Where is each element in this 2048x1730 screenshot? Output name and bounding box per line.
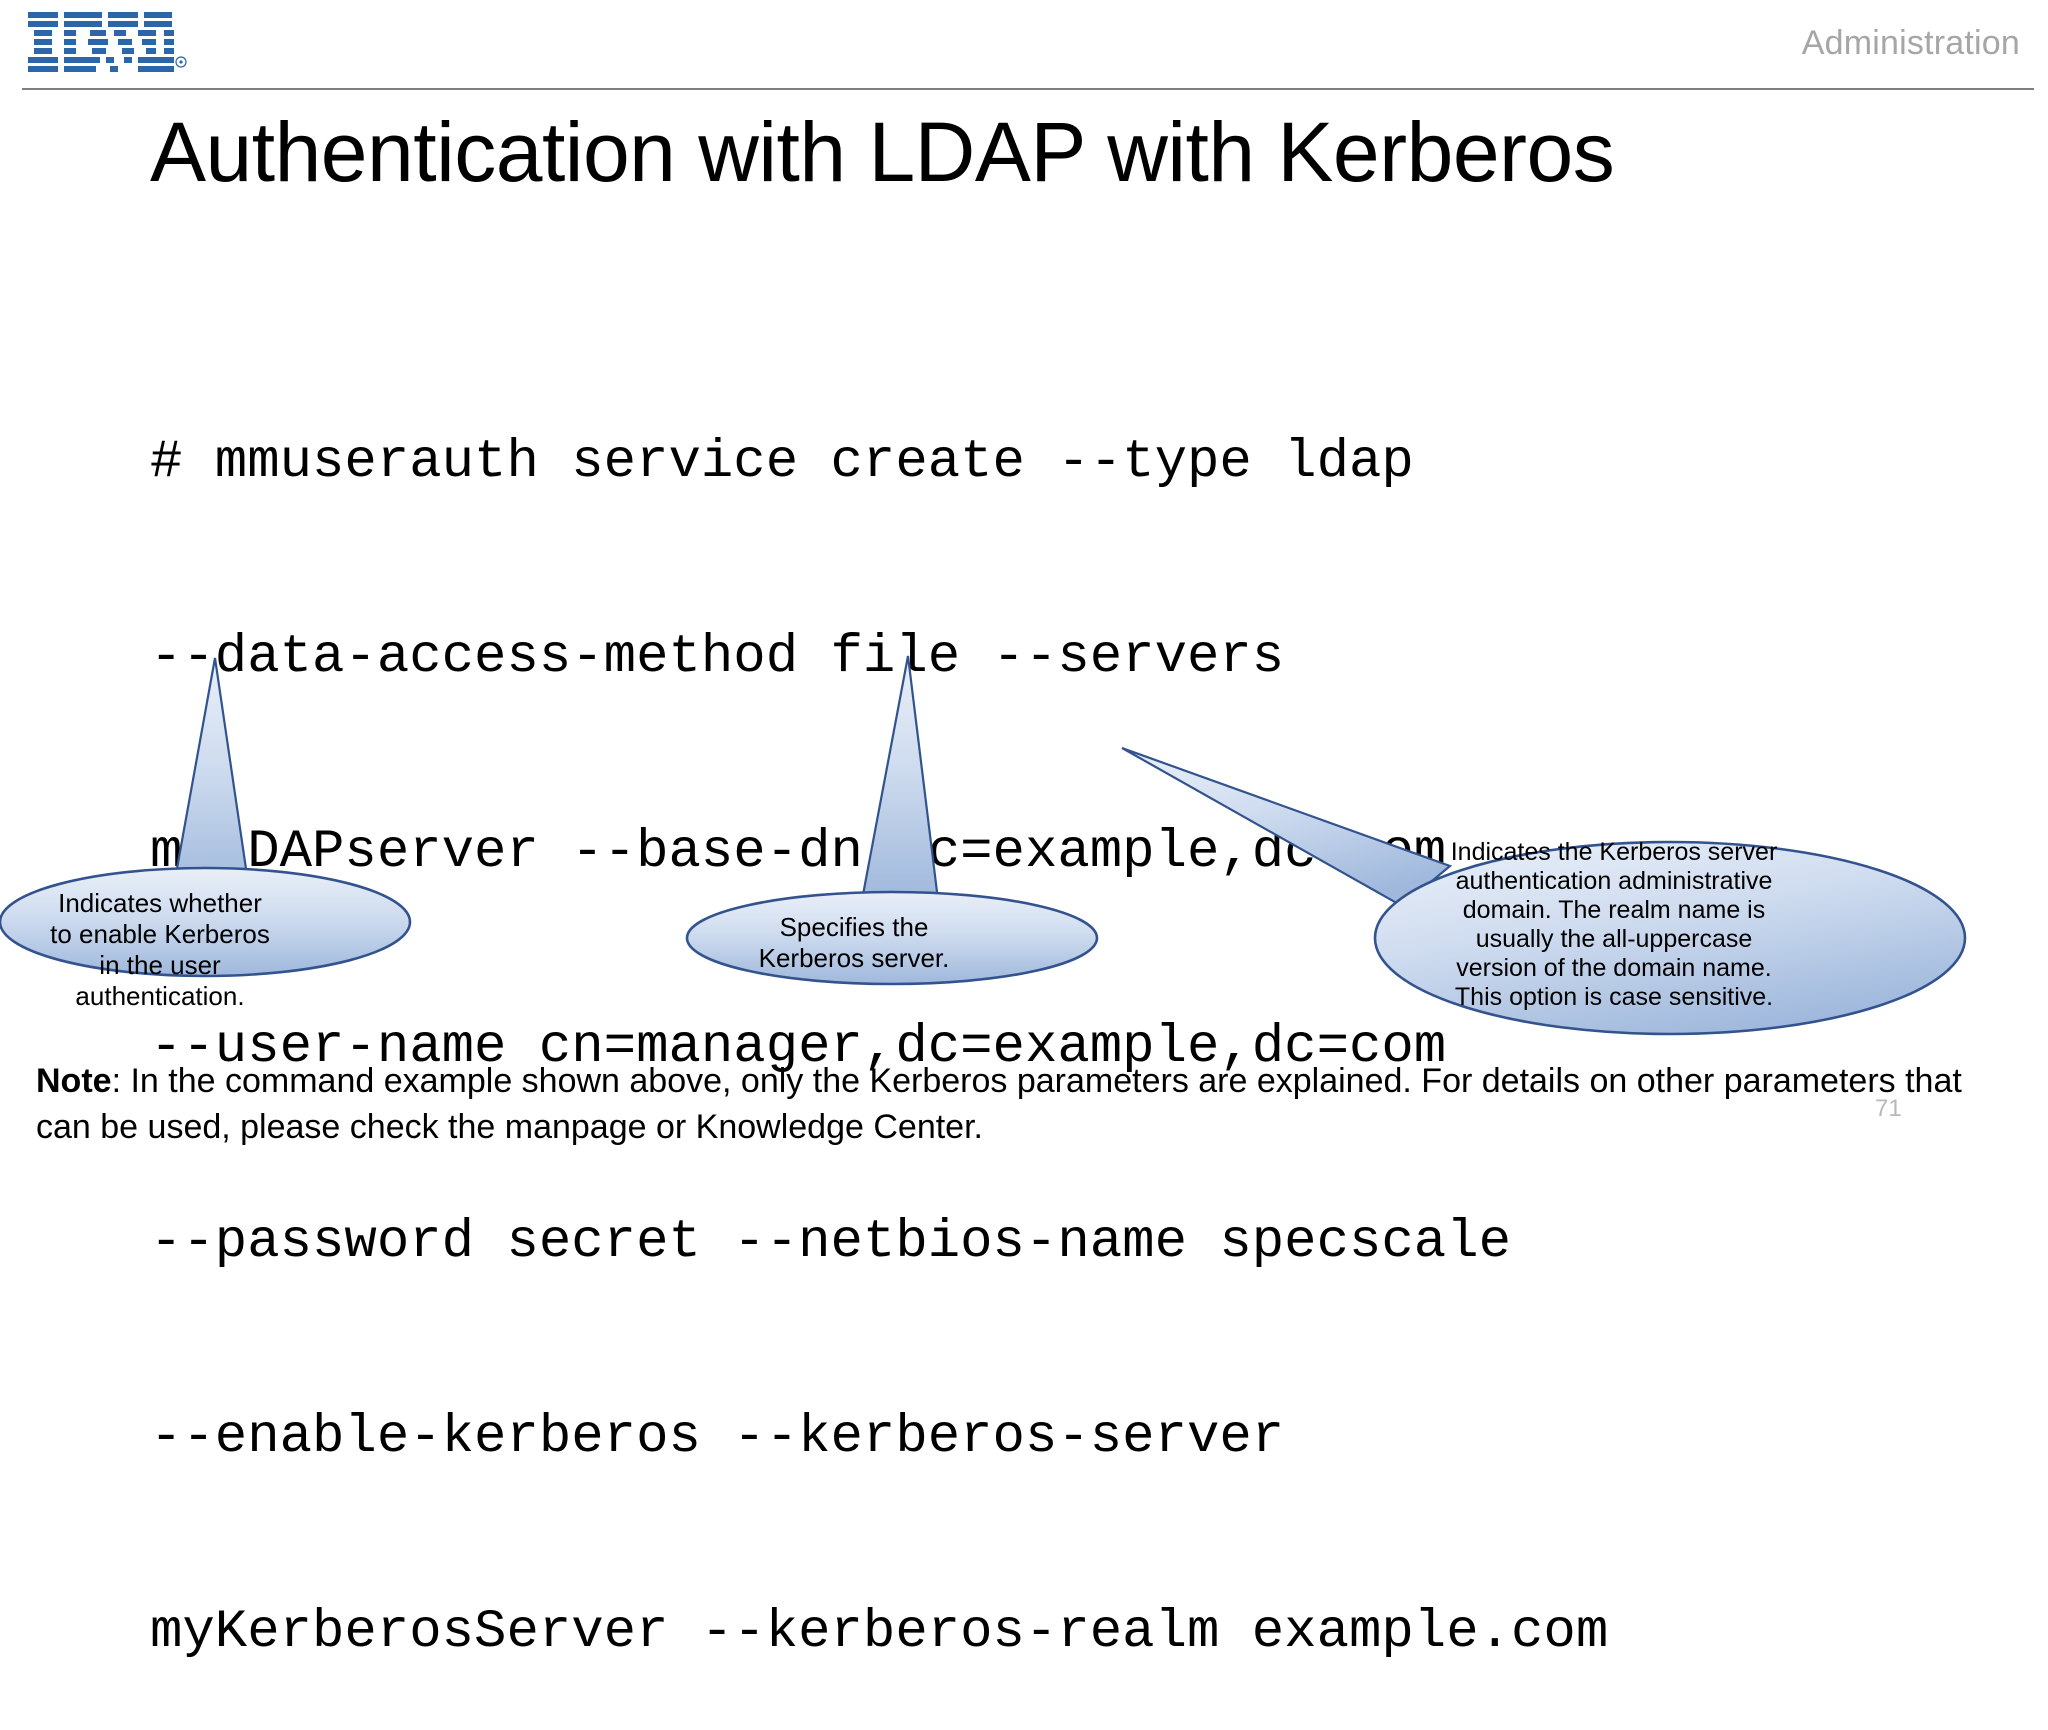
page-title: Authentication with LDAP with Kerberos: [150, 105, 1615, 199]
command-line: --password secret --netbios-name specsca…: [150, 1212, 1512, 1273]
callout-enable-kerberos-label: Indicates whether to enable Kerberos in …: [50, 888, 270, 1011]
callout-kerberos-realm-label: Indicates the Kerberos server authentica…: [1450, 838, 1778, 1011]
command-line: --enable-kerberos --kerberos-server: [150, 1407, 1285, 1468]
note-body: In the command example shown above, only…: [36, 1062, 1962, 1146]
header-divider: [22, 88, 2034, 90]
command-line: --user-name cn=manager,dc=example,dc=com: [150, 1017, 1447, 1078]
callout-kerberos-server-label: Specifies the Kerberos server.: [758, 912, 950, 973]
command-line: myKerberosServer --kerberos-realm exampl…: [150, 1602, 1609, 1663]
note-separator: :: [111, 1062, 131, 1100]
ibm-logo-icon: [28, 10, 188, 72]
page-number: 71: [1875, 1095, 1902, 1122]
note-text: Note: In the command example shown above…: [36, 1058, 2016, 1150]
slide-header: Administration: [0, 0, 2048, 90]
note-label: Note: [36, 1062, 112, 1100]
header-section-title: Administration: [1801, 24, 2020, 62]
command-line: --data-access-method file --servers: [150, 627, 1285, 688]
command-example-block: # mmuserauth service create --type ldap …: [150, 300, 1910, 1730]
command-line: # mmuserauth service create --type ldap: [150, 432, 1414, 493]
